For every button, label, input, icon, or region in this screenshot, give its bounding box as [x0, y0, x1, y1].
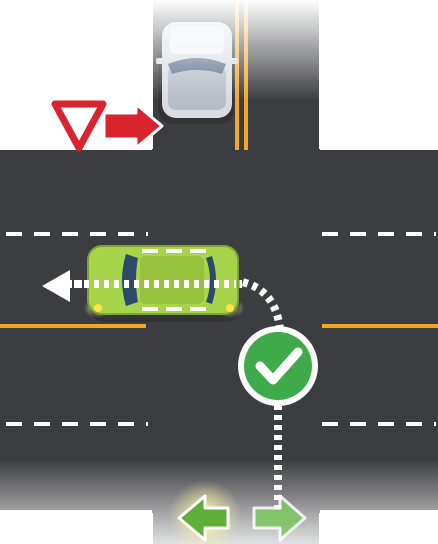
- correct-badge-fill: [244, 332, 312, 400]
- top-fade: [0, 0, 438, 100]
- correct-badge: [238, 326, 318, 406]
- yield-sign: [55, 104, 103, 148]
- cross-street: [0, 150, 438, 510]
- yield-triangle-icon: [55, 104, 103, 148]
